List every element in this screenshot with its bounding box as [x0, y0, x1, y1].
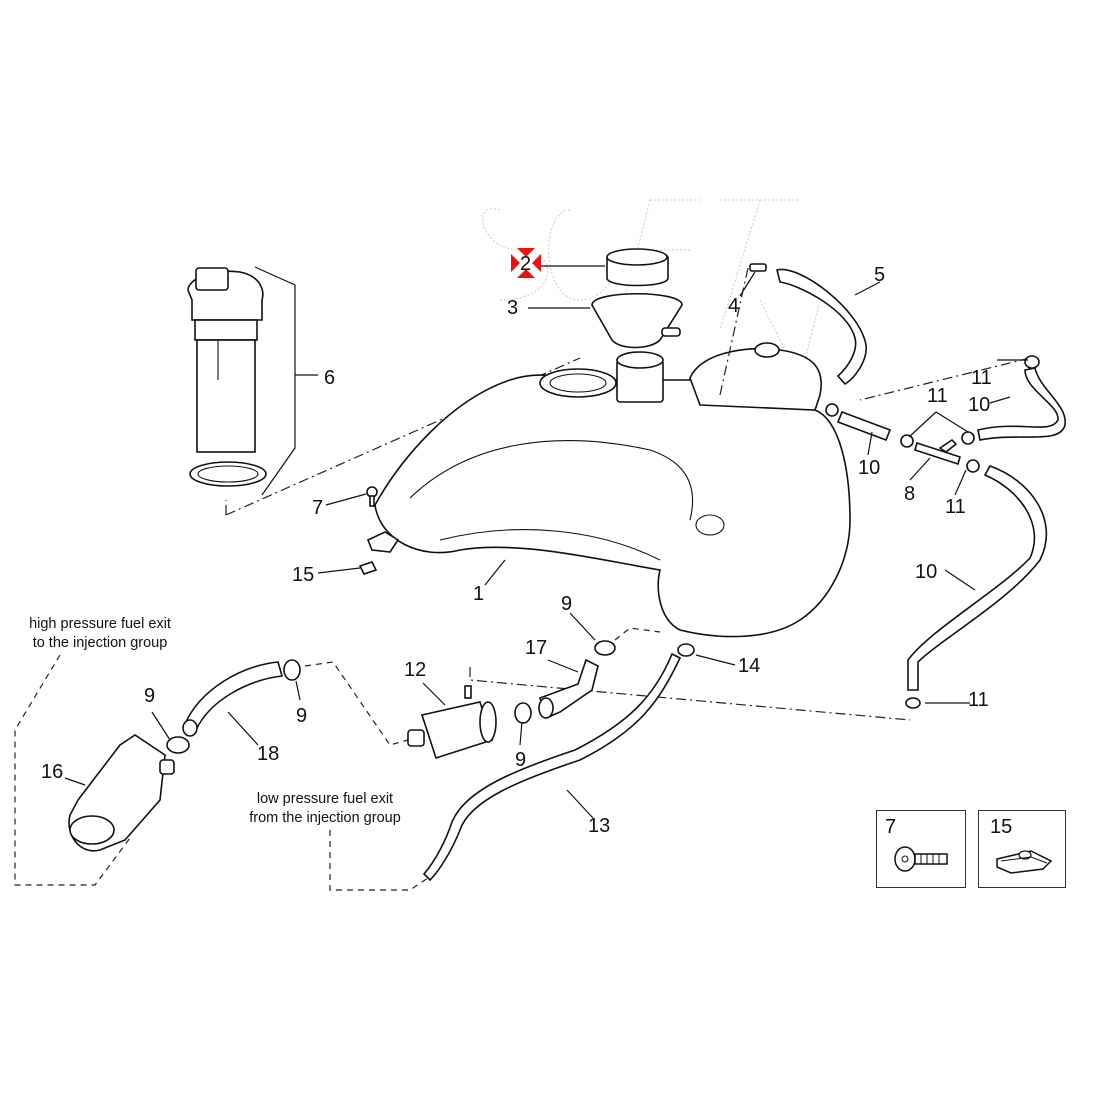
part-8-t-connector[interactable] — [914, 438, 961, 466]
note-line: high pressure fuel exit — [29, 616, 171, 632]
callout-9[interactable]: 9 — [292, 706, 308, 726]
part-4-vent-fitting[interactable] — [719, 263, 767, 396]
screw-icon — [894, 846, 948, 872]
route-line — [614, 627, 661, 641]
clip-nut-icon — [996, 850, 1053, 874]
high-pressure-note: high pressure fuel exit to the injection… — [10, 615, 190, 653]
high-pressure-route-line — [14, 654, 131, 886]
note-line: low pressure fuel exit — [256, 791, 394, 807]
callout-12[interactable]: 12 — [400, 660, 427, 680]
note-line: to the injection group — [32, 635, 168, 651]
inset-part-15[interactable]: 15 — [978, 810, 1066, 888]
inset-label-15: 15 — [986, 817, 1013, 837]
part-1-fuel-tank[interactable] — [366, 342, 851, 638]
callout-3[interactable]: 3 — [503, 298, 519, 318]
callout-11[interactable]: 11 — [964, 690, 990, 710]
part-18-hose[interactable] — [182, 661, 284, 746]
part-6-fuel-level-sender[interactable] — [187, 266, 318, 496]
part-5-vent-hose[interactable] — [776, 268, 881, 386]
part-2-fuel-cap[interactable] — [540, 248, 669, 287]
callout-6[interactable]: 6 — [320, 368, 336, 388]
leader-1 — [484, 559, 506, 586]
callout-17[interactable]: 17 — [521, 638, 548, 658]
part-7-screw[interactable] — [325, 486, 378, 507]
callout-11[interactable]: 11 — [941, 497, 967, 517]
callout-1[interactable]: 1 — [469, 584, 485, 604]
low-pressure-note: low pressure fuel exit from the injectio… — [225, 790, 425, 828]
note-line: from the injection group — [249, 810, 401, 826]
callout-7[interactable]: 7 — [308, 498, 324, 518]
route-line — [304, 661, 409, 746]
callout-15[interactable]: 15 — [288, 565, 315, 585]
inset-part-7[interactable]: 7 — [876, 810, 966, 888]
callout-2[interactable]: 2 — [516, 254, 532, 274]
part-16-fuel-pump[interactable] — [64, 734, 175, 852]
part-11-clamps[interactable] — [825, 355, 1040, 709]
callout-5[interactable]: 5 — [870, 265, 886, 285]
callout-18[interactable]: 18 — [253, 744, 280, 764]
callout-11[interactable]: 11 — [923, 386, 949, 406]
inset-label-7: 7 — [881, 817, 897, 837]
callout-13[interactable]: 13 — [584, 816, 611, 836]
part-15-clip-nut[interactable] — [317, 561, 378, 575]
callout-9[interactable]: 9 — [511, 750, 527, 770]
callout-10[interactable]: 10 — [854, 458, 881, 478]
part-12-fuel-filter[interactable] — [407, 682, 497, 760]
assembly-line — [859, 357, 1031, 401]
selected-part-marker-icon — [511, 248, 541, 278]
part-9-clamps[interactable] — [151, 612, 616, 754]
callout-8[interactable]: 8 — [900, 484, 916, 504]
callout-9[interactable]: 9 — [140, 686, 156, 706]
assembly-line — [469, 667, 911, 721]
callout-11[interactable]: 11 — [967, 368, 993, 388]
callout-10[interactable]: 10 — [911, 562, 938, 582]
low-pressure-route-line — [329, 830, 429, 891]
callout-4[interactable]: 4 — [724, 296, 740, 316]
callout-10[interactable]: 10 — [964, 395, 991, 415]
callout-16[interactable]: 16 — [37, 762, 64, 782]
callout-9[interactable]: 9 — [557, 594, 573, 614]
part-17-elbow-hose[interactable] — [538, 658, 599, 720]
part-13-return-hose[interactable] — [422, 652, 682, 882]
part-3-filler-funnel[interactable] — [528, 293, 683, 349]
part-10-hoses[interactable] — [836, 367, 1066, 691]
part-14-clamp[interactable] — [677, 643, 736, 666]
callout-14[interactable]: 14 — [734, 656, 761, 676]
